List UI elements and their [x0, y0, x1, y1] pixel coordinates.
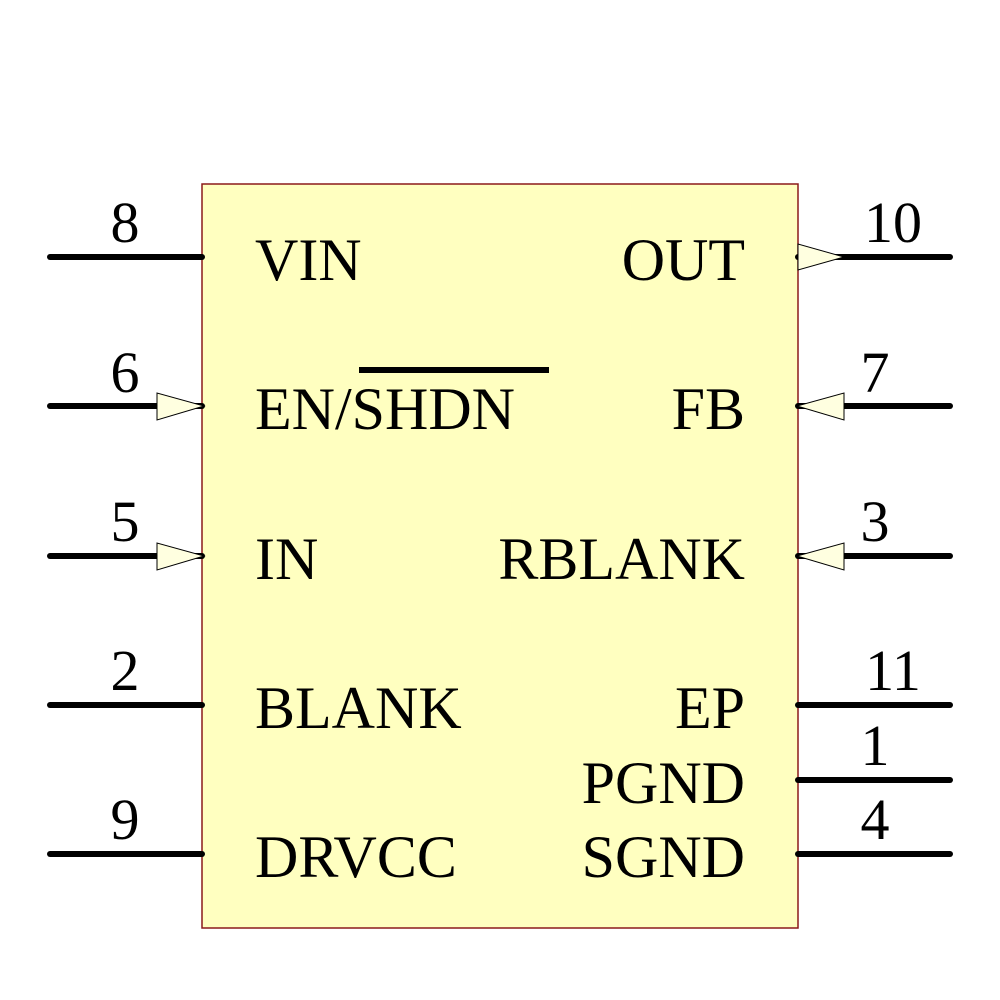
pin-3-name: RBLANK: [498, 526, 745, 592]
pin-6-number: 6: [111, 340, 140, 405]
pin-1-number: 1: [861, 713, 890, 778]
component-body: [201, 183, 799, 929]
pin-7: 7 FB: [672, 340, 953, 442]
pin-11-name: EP: [675, 675, 745, 741]
pin-5-input-arrow: [156, 542, 206, 571]
pin-5: 5 IN: [47, 489, 318, 592]
pin-11-number: 11: [865, 638, 921, 703]
pin-2-number: 2: [111, 638, 140, 703]
pin-4-name: SGND: [582, 824, 745, 890]
pin-9: 9 DRVCC: [47, 787, 457, 890]
pin-6-name-prefix: EN/: [255, 376, 352, 442]
pin-10-name: OUT: [622, 227, 745, 293]
pin-7-name: FB: [672, 376, 745, 442]
pin-10-output-arrow: [797, 243, 846, 271]
pin-8-number: 8: [111, 190, 140, 255]
pin-1-name: PGND: [582, 750, 745, 816]
pin-11: 11 EP: [675, 638, 953, 741]
pin-3-input-arrow: [795, 542, 845, 571]
pin-5-number: 5: [111, 489, 140, 554]
pin-6-input-arrow: [156, 392, 206, 421]
pin-5-name: IN: [255, 526, 318, 592]
pin-1: 1 PGND: [582, 713, 953, 816]
pin-3: 3 RBLANK: [498, 489, 953, 592]
pin-4-number: 4: [861, 787, 890, 852]
pin-9-number: 9: [111, 787, 140, 852]
pin-8-name: VIN: [255, 227, 362, 293]
pin-3-number: 3: [861, 489, 890, 554]
pin-7-number: 7: [861, 340, 890, 405]
pin-9-name: DRVCC: [255, 824, 457, 890]
pin-4: 4 SGND: [582, 787, 953, 890]
pin-2-name: BLANK: [255, 675, 462, 741]
pin-6: 6 EN/SHDN: [47, 340, 549, 442]
pin-6-name-overbar: SHDN: [352, 376, 515, 442]
pin-7-input-arrow: [795, 392, 845, 421]
pin-10-number: 10: [864, 190, 922, 255]
pin-10: 10 OUT: [622, 190, 953, 293]
pin-2: 2 BLANK: [47, 638, 462, 741]
pin-6-name: EN/SHDN: [255, 376, 515, 442]
pin-8: 8 VIN: [47, 190, 362, 293]
